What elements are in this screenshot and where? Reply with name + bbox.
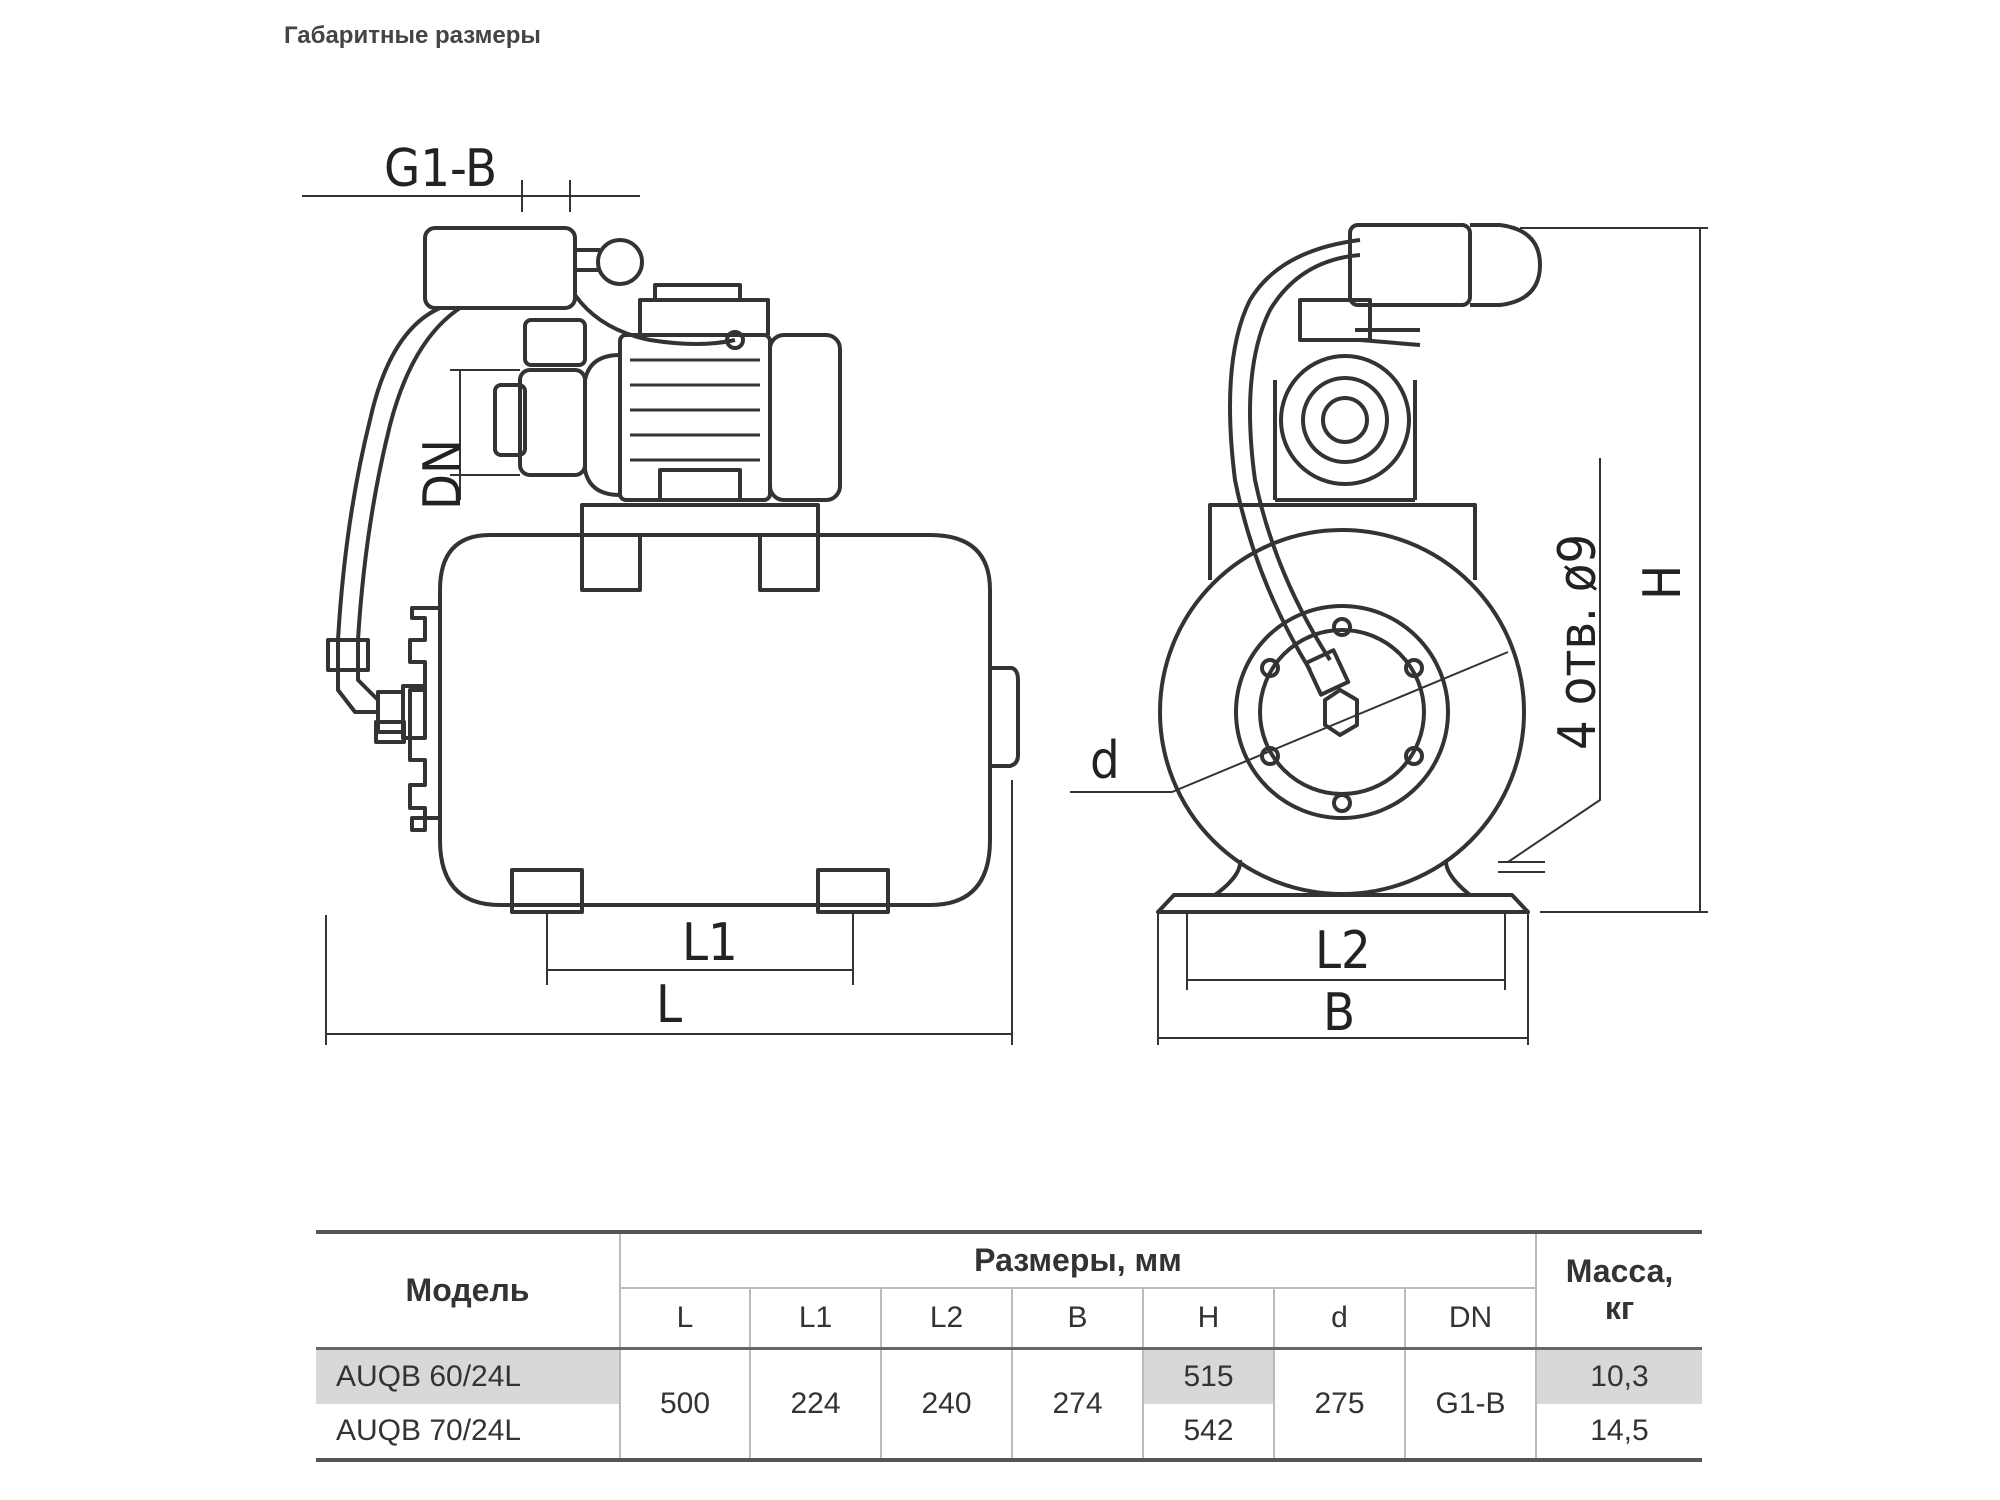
side-view: [302, 180, 1020, 1045]
header-model: Модель: [316, 1232, 621, 1348]
header-mass: Масса, кг: [1565, 1253, 1674, 1327]
cell-d: 275: [1274, 1348, 1406, 1462]
label-g1b: G1-B: [384, 139, 497, 199]
side-tank: [438, 533, 992, 907]
subheader-l: L: [620, 1288, 751, 1348]
subheader-h: H: [1143, 1288, 1275, 1348]
table-row: AUQB 60/24L 500 224 240 274 515 275 G1-B…: [316, 1348, 1702, 1462]
cell-dn: G1-B: [1405, 1348, 1537, 1462]
label-h: H: [1633, 565, 1693, 600]
page-title: Габаритные размеры: [284, 22, 541, 49]
spec-table: Модель Размеры, мм Масса, кг L L1 L2 B H…: [316, 1230, 1702, 1462]
front-tank: [1158, 528, 1526, 896]
header-dimensions: Размеры, мм: [620, 1232, 1537, 1289]
cell-h: 515: [1143, 1348, 1275, 1404]
label-dn: DN: [413, 439, 473, 510]
label-b: B: [1323, 983, 1355, 1043]
cell-b: 274: [1012, 1348, 1144, 1462]
label-l2: L2: [1315, 921, 1371, 981]
label-l: L: [656, 975, 682, 1035]
subheader-dn: DN: [1405, 1288, 1537, 1348]
cell-h: 542: [1143, 1404, 1275, 1460]
cell-mass: 10,3: [1536, 1348, 1702, 1404]
front-view: [1070, 223, 1708, 1045]
cell-mass: 14,5: [1590, 1414, 1649, 1447]
subheader-d: d: [1274, 1288, 1406, 1348]
label-holes: 4 отв. ø9: [1548, 534, 1608, 750]
cell-l: 500: [620, 1348, 751, 1462]
cell-l2: 240: [881, 1348, 1013, 1462]
label-d: d: [1090, 731, 1120, 791]
subheader-b: B: [1012, 1288, 1144, 1348]
subheader-l2: L2: [881, 1288, 1013, 1348]
model-cell: AUQB 60/24L: [316, 1348, 621, 1404]
cell-l1: 224: [750, 1348, 882, 1462]
model-cell: AUQB 70/24L: [316, 1404, 621, 1460]
label-l1: L1: [682, 913, 738, 973]
subheader-l1: L1: [750, 1288, 882, 1348]
